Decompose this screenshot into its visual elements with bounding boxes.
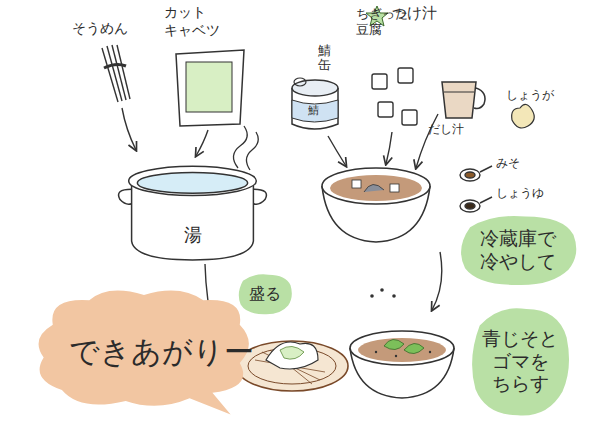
node-text: できあがりー [69,334,219,370]
ingredient-label: しょうが [506,88,566,103]
arrow [196,130,208,156]
ingredient-label: しょうゆ [496,186,552,201]
somen-bundle [102,45,130,102]
dashi-cup [442,82,485,118]
step-blob: 盛る [236,272,294,316]
steam [233,126,258,170]
ingredient-label: そうめん [72,20,152,38]
ingredient-label: だし汁 [428,122,478,137]
step-blob: 冷蔵庫で 冷やして [455,212,581,288]
node-text: 冷蔵庫で 冷やして [468,227,568,273]
pot-shape [120,158,265,262]
ingredient-label: 鯖缶 [318,44,331,73]
arrow [328,136,346,166]
node-text: 盛る [249,284,281,303]
spoons [460,166,492,212]
cabbage-bag [176,50,244,126]
node-text: 青じそと ゴマを ちらす [479,327,561,395]
node-text: 湯 [184,224,202,246]
arrow [432,252,442,310]
ingredient-label: カット キャベツ [164,4,250,39]
can-label: 鯖 [308,104,326,118]
ingredient-label: ちぎった 豆腐 [356,6,428,39]
node-body: 冷蔵庫で 冷やして [455,212,581,288]
node-body: できあがりー [30,284,258,420]
arrow [122,108,136,150]
step-blob: 青じそと ゴマを ちらす [467,302,573,420]
node-body: 青じそと ゴマを ちらす [467,302,573,420]
mackerel-can [292,78,338,129]
tofu-cubes [372,68,417,125]
ginger [512,104,535,128]
ingredient-label: みそ [496,156,536,171]
final-bowl [350,331,454,398]
soup-bowl [322,168,430,242]
finish-cloud: できあがりー [30,284,258,420]
serving-plate [236,341,348,391]
pot: 湯 [120,158,265,262]
node-body: 盛る [236,272,294,316]
bubbles [370,288,396,298]
arrow [386,132,392,164]
node-body: 湯 [120,158,265,262]
